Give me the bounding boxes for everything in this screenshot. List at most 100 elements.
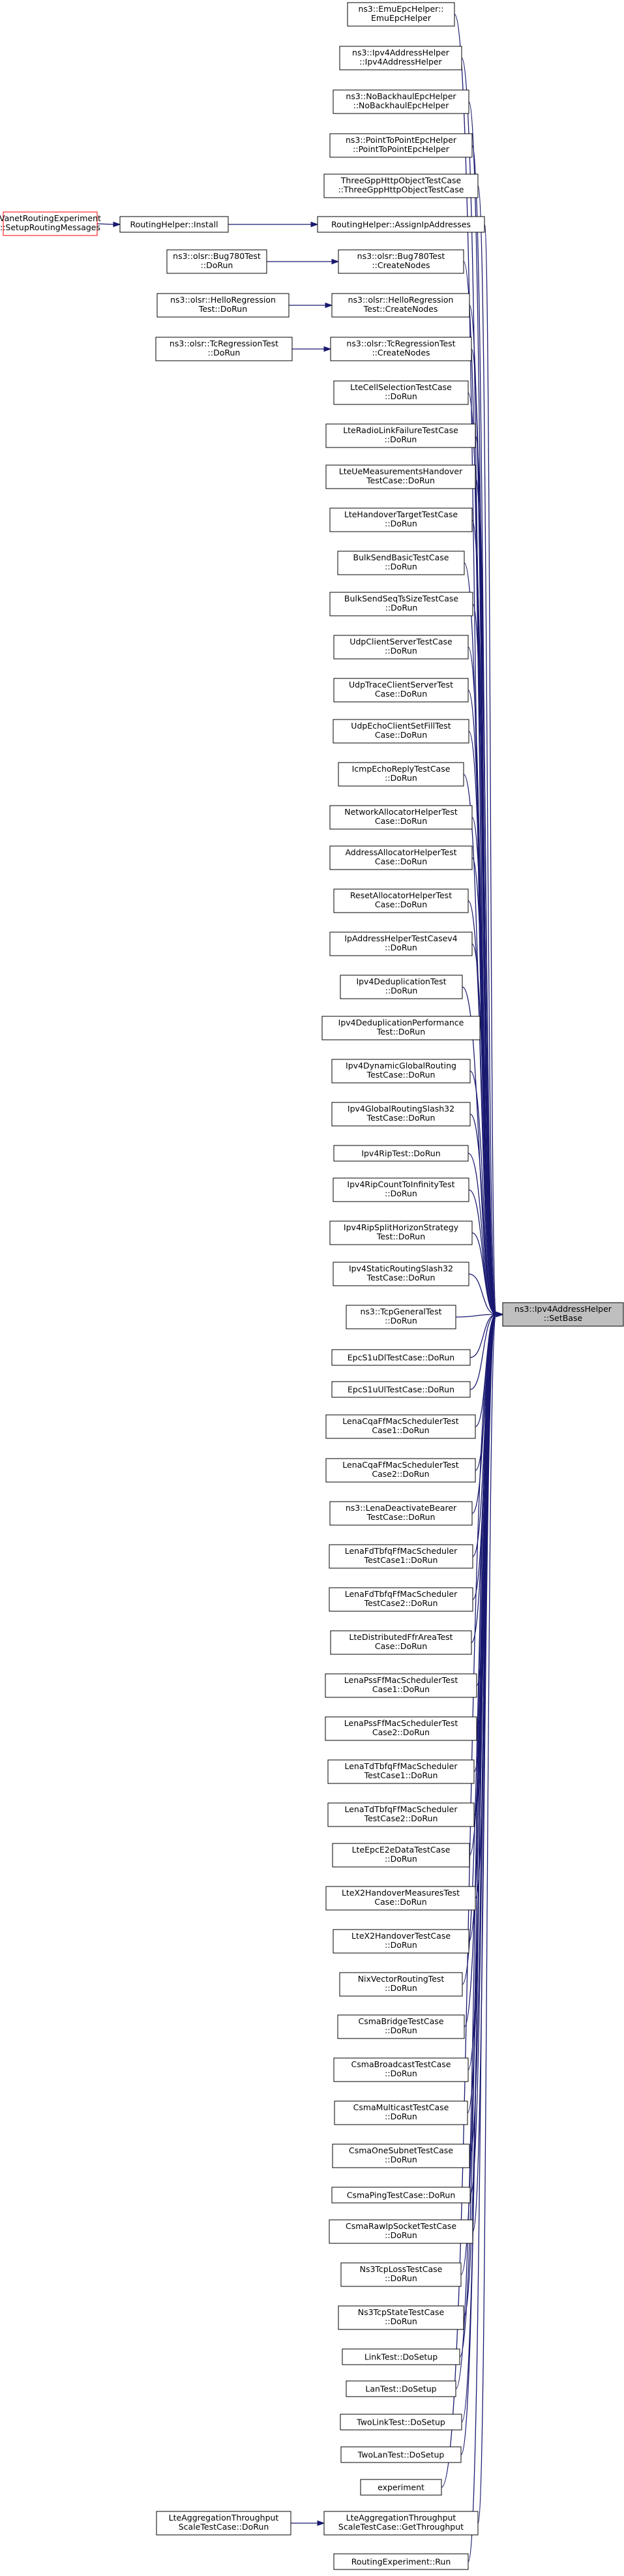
node-icmpechoreplytestcase-dorun[interactable]: IcmpEchoReplyTestCase::DoRun [338, 762, 464, 787]
node-threegpphttpobjecttestcase-threegpphttpobjecttestcase[interactable]: ThreeGppHttpObjectTestCase::ThreeGppHttp… [323, 174, 479, 198]
node-label-line: TwoLinkTest::DoSetup [356, 2417, 445, 2427]
node-nixvectorroutingtest-dorun[interactable]: NixVectorRoutingTest::DoRun [339, 1972, 463, 1997]
edge-n62a-to-n62 [291, 2520, 325, 2526]
edge-line [477, 185, 497, 1315]
node-ipv4deduplicationtest-dorun[interactable]: Ipv4DeduplicationTest::DoRun [340, 975, 463, 999]
node-ltehandovertargettestcase-dorun[interactable]: LteHandoverTargetTestCase::DoRun [329, 508, 473, 532]
node-label-line: LenaTdTbfqFfMacScheduler [345, 1804, 458, 1814]
node-label-line: Case::DoRun [375, 900, 427, 909]
node-box [325, 464, 476, 489]
node-ns3-nobackhaulepchelper-nobackhaulepchelper[interactable]: ns3::NoBackhaulEpcHelper::NoBackhaulEpcH… [333, 89, 469, 114]
node-ns3-olsr-bug780test-dorun[interactable]: ns3::olsr::Bug780Test::DoRun [166, 249, 267, 274]
node-ns3-pointtopointepchelper-pointtopointepchelper[interactable]: ns3::PointToPointEpcHelper::PointToPoint… [329, 133, 473, 158]
node-ns3-olsr-bug780test-createnodes[interactable]: ns3::olsr::Bug780Test::CreateNodes [338, 249, 464, 274]
node-ns3tcplosstestcase-dorun[interactable]: Ns3TcpLossTestCase::DoRun [340, 2262, 462, 2287]
node-label-line: Ns3TcpLossTestCase [360, 2264, 443, 2274]
node-label-line: Case1::DoRun [372, 1684, 430, 1694]
node-epcs1udltestcase-dorun[interactable]: EpcS1uDlTestCase::DoRun [331, 1349, 471, 1366]
node-csmarawipsockettestcase-dorun[interactable]: CsmaRawIpSocketTestCase::DoRun [329, 2219, 473, 2244]
node-box [323, 174, 479, 198]
node-routinghelper-assignipaddresses[interactable]: RoutingHelper::AssignIpAddresses [317, 216, 485, 233]
node-ns3tcpstatetestcase-dorun[interactable]: Ns3TcpStateTestCase::DoRun [338, 2305, 464, 2330]
node-label-line: RoutingHelper::Install [130, 220, 218, 230]
node-ns3-ipv4addresshelper-setbase[interactable]: ns3::Ipv4AddressHelper::SetBase [502, 1302, 624, 1327]
node-ns3-olsr-tcregressiontest-createnodes[interactable]: ns3::olsr::TcRegressionTest::CreateNodes [330, 337, 472, 361]
node-routinghelper-install[interactable]: RoutingHelper::Install [119, 216, 229, 233]
node-bulksendbasictestcase-dorun[interactable]: BulkSendBasicTestCase::DoRun [337, 551, 465, 575]
node-lteradiolinkfailuretestcase-dorun[interactable]: LteRadioLinkFailureTestCase::DoRun [325, 423, 476, 448]
node-csmamulticasttestcase-dorun[interactable]: CsmaMulticastTestCase::DoRun [334, 2100, 468, 2125]
edge-n7a-to-n7 [267, 258, 340, 265]
edge-line [471, 857, 497, 1315]
node-ns3-olsr-helloregressiontest-createnodes[interactable]: ns3::olsr::HelloRegressionTest::CreateNo… [331, 293, 470, 318]
node-ipaddresshelpertestcasev4-dorun[interactable]: IpAddressHelperTestCasev4::DoRun [329, 932, 473, 956]
node-lteaggregationthroughputscaletestcase-getthroughput[interactable]: LteAggregationThroughputScaleTestCase::G… [323, 2511, 479, 2536]
node-udpclientservertestcase-dorun[interactable]: UdpClientServerTestCase::DoRun [333, 635, 469, 659]
node-box [156, 2511, 291, 2536]
node-twolinktest-dosetup[interactable]: TwoLinkTest::DoSetup [340, 2414, 462, 2431]
node-lantest-dosetup[interactable]: LanTest::DoSetup [346, 2380, 456, 2397]
node-epcs1uultestcase-dorun[interactable]: EpcS1uUlTestCase::DoRun [331, 1381, 471, 1398]
node-ns3-emuepchelper-emuepchelper[interactable]: ns3::EmuEpcHelper::EmuEpcHelper [347, 2, 455, 27]
node-ipv4ripcounttoinfinitytest-dorun[interactable]: Ipv4RipCountToInfinityTest::DoRun [333, 1177, 469, 1202]
node-routingexperiment-run[interactable]: RoutingExperiment::Run [333, 2553, 469, 2570]
node-ns3-ipv4addresshelper-ipv4addresshelper[interactable]: ns3::Ipv4AddressHelper::Ipv4AddressHelpe… [339, 46, 462, 70]
node-label-line: CsmaOneSubnetTestCase [349, 2145, 453, 2155]
node-lteepce2edatatestcase-dorun[interactable]: LteEpcE2eDataTestCase::DoRun [332, 1843, 470, 1868]
node-label-line: experiment [378, 2483, 424, 2493]
node-twolantest-dosetup[interactable]: TwoLanTest::DoSetup [340, 2446, 462, 2463]
node-label-line: UdpClientServerTestCase [349, 637, 453, 646]
node-label-line: ::DoRun [385, 2112, 417, 2121]
node-box [325, 1414, 476, 1439]
node-box [331, 1349, 471, 1366]
node-experiment[interactable]: experiment [360, 2479, 442, 2496]
node-lteaggregationthroughputscaletestcase-dorun[interactable]: LteAggregationThroughputScaleTestCase::D… [156, 2511, 291, 2536]
node-vanetroutingexperiment-setuproutingmessages[interactable]: VanetRoutingExperiment::SetupRoutingMess… [0, 211, 101, 236]
node-label-line: ::CreateNodes [372, 348, 430, 357]
edge-line [468, 1273, 497, 1315]
node-label-line: BulkSendSeqTsSizeTestCase [344, 594, 459, 603]
node-box [332, 1843, 470, 1868]
node-csmabridgetestcase-dorun[interactable]: CsmaBridgeTestCase::DoRun [337, 2014, 465, 2039]
node-ltecellselectiontestcase-dorun[interactable]: LteCellSelectionTestCase::DoRun [333, 380, 469, 405]
node-label-line: ::DoRun [385, 562, 417, 571]
node-ns3-tcpgeneraltest-dorun[interactable]: ns3::TcpGeneralTest::DoRun [346, 1305, 456, 1329]
node-label-line: IpAddressHelperTestCasev4 [344, 933, 457, 943]
node-ns3-olsr-tcregressiontest-dorun[interactable]: ns3::olsr::TcRegressionTest::DoRun [155, 337, 293, 361]
edge-line [468, 1314, 497, 2562]
node-label-line: ::SetupRoutingMessages [0, 222, 100, 232]
node-ipv4riptest-dorun[interactable]: Ipv4RipTest::DoRun [333, 1145, 469, 1162]
node-bulksendseqtssizetestcase-dorun[interactable]: BulkSendSeqTsSizeTestCase::DoRun [329, 592, 473, 616]
node-csmaonesubnettestcase-dorun[interactable]: CsmaOneSubnetTestCase::DoRun [332, 2144, 470, 2168]
node-label-line: LenaCqaFfMacSchedulerTest [342, 1416, 459, 1426]
node-linktest-dosetup[interactable]: LinkTest::DoSetup [342, 2348, 460, 2365]
node-label-line: TestCase::DoRun [366, 1113, 436, 1123]
node-ltex2handovertestcase-dorun[interactable]: LteX2HandoverTestCase::DoRun [333, 1929, 469, 1954]
edge-line [471, 1232, 497, 1315]
node-csmabroadcasttestcase-dorun[interactable]: CsmaBroadcastTestCase::DoRun [333, 2057, 469, 2082]
node-csmapingtestcase-dorun[interactable]: CsmaPingTestCase::DoRun [331, 2187, 471, 2204]
